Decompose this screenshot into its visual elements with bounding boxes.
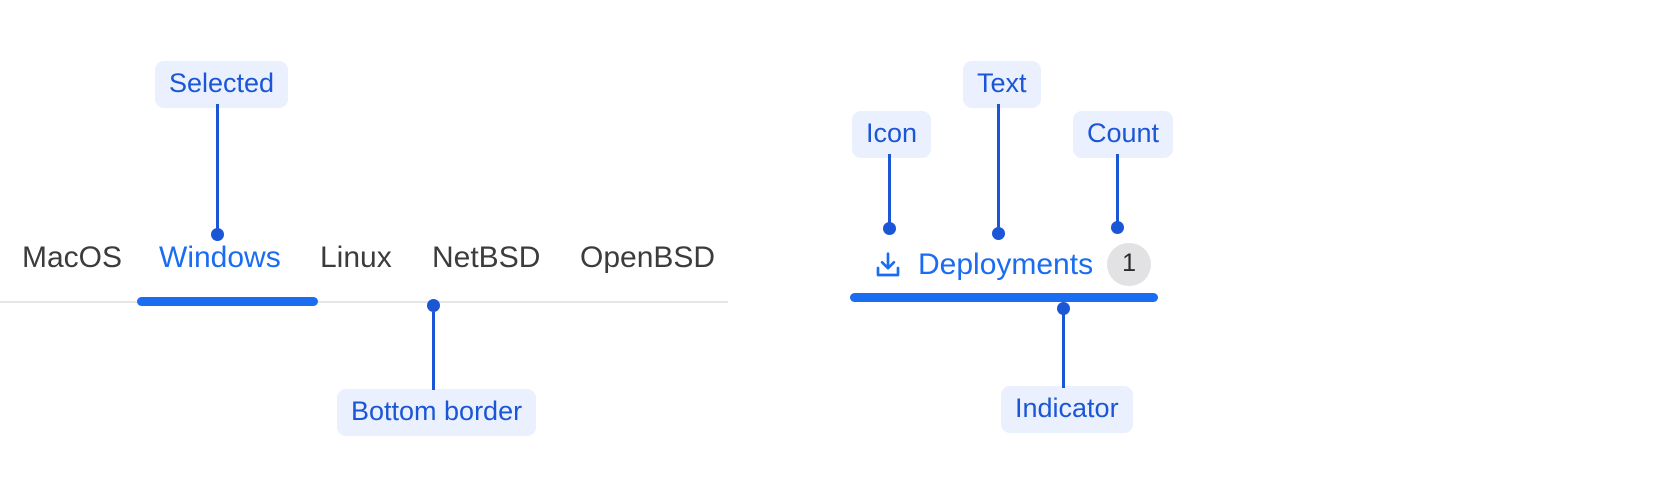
annotation-leader-text	[997, 104, 1000, 230]
annotation-label-count: Count	[1073, 111, 1174, 158]
annotation-dot-indicator	[1057, 302, 1070, 315]
tab-label-deployments: Deployments	[918, 247, 1094, 281]
tab-selected-indicator-right	[850, 293, 1158, 302]
annotation-leader-icon	[888, 154, 891, 226]
tab-bar-left: MacOS Windows Linux NetBSD OpenBSD	[0, 241, 728, 306]
tab-bar-right: Deployments 1	[850, 243, 1160, 305]
annotation-leader-bottom-border	[432, 312, 435, 390]
download-icon	[876, 251, 900, 276]
tab-windows[interactable]: Windows	[159, 241, 281, 274]
tab-selected-indicator	[137, 297, 318, 306]
annotation-dot-selected	[211, 228, 224, 241]
annotation-label-selected: Selected	[155, 61, 289, 108]
annotation-dot-text	[992, 227, 1005, 240]
tab-count-badge: 1	[1107, 243, 1152, 286]
tab-macos[interactable]: MacOS	[22, 241, 123, 274]
annotation-dot-bottom-border	[427, 299, 440, 312]
tab-netbsd[interactable]: NetBSD	[432, 241, 541, 274]
annotation-label-bottom-border: Bottom border	[337, 389, 537, 436]
annotation-leader-selected	[216, 104, 219, 232]
annotation-dot-icon	[883, 222, 896, 235]
annotation-label-text: Text	[963, 61, 1041, 108]
annotation-label-indicator: Indicator	[1001, 386, 1133, 433]
annotation-leader-indicator	[1062, 310, 1065, 388]
annotation-dot-count	[1111, 221, 1124, 234]
annotation-leader-count	[1116, 154, 1119, 224]
tab-linux[interactable]: Linux	[320, 241, 392, 274]
tab-bar-bottom-border	[0, 301, 728, 303]
tab-openbsd[interactable]: OpenBSD	[580, 241, 716, 274]
tab-deployments[interactable]: Deployments 1	[872, 243, 1152, 286]
annotation-label-icon: Icon	[852, 111, 932, 158]
